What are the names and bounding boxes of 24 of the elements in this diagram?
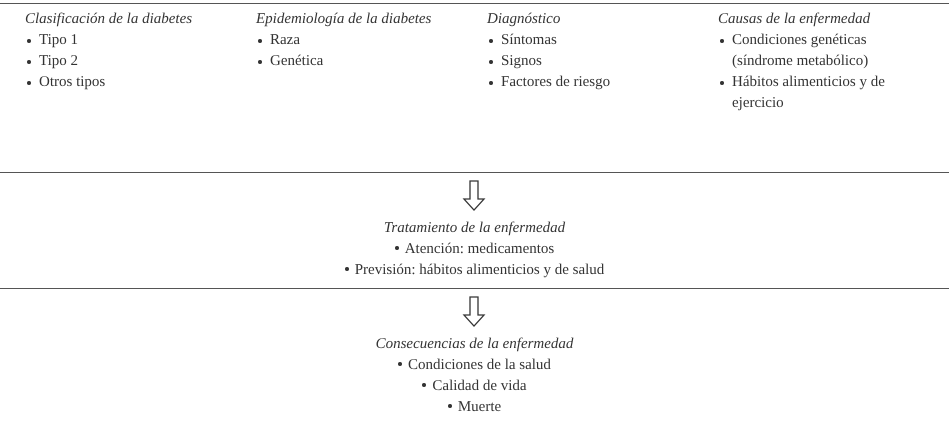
section-heading: Diagnóstico [487, 10, 562, 29]
bullet-item: Calidad de vida [432, 378, 527, 394]
bullet-item: Atención: medicamentos [404, 241, 554, 257]
bullet-item: Tipo 1 [39, 32, 78, 48]
hollow-arrow [462, 296, 486, 327]
section-heading: Causas de la enfermedad [718, 10, 872, 29]
section-heading: Epidemiología de la diabetes [256, 10, 432, 29]
bullet-item: Condiciones genéticas (síndrome metabólico) [732, 32, 868, 69]
bullet-item: Hábitos alimenticios y de ejercicio [732, 74, 885, 111]
bullet-item: Genética [270, 53, 324, 69]
bullet-item: Condiciones de la salud [408, 357, 551, 373]
section-heading: Tratamiento de la enfermedad [382, 219, 566, 238]
bullet-item: Muerte [458, 399, 502, 415]
section-heading: Clasificación de la diabetes [25, 10, 194, 29]
bullet-item: Tipo 2 [39, 53, 78, 69]
bullet-item: Factores de riesgo [501, 74, 610, 90]
bullet-item: Previsión: hábitos alimenticios y de salud [354, 262, 604, 278]
hollow-arrow [462, 180, 486, 211]
section-band [0, 3, 949, 173]
section-heading: Consecuencias de la enfermedad [374, 335, 574, 354]
bullet-item: Signos [501, 53, 542, 69]
bullet-item: Síntomas [501, 32, 557, 48]
bullet-item: Otros tipos [39, 74, 106, 90]
bullet-item: Raza [270, 32, 300, 48]
